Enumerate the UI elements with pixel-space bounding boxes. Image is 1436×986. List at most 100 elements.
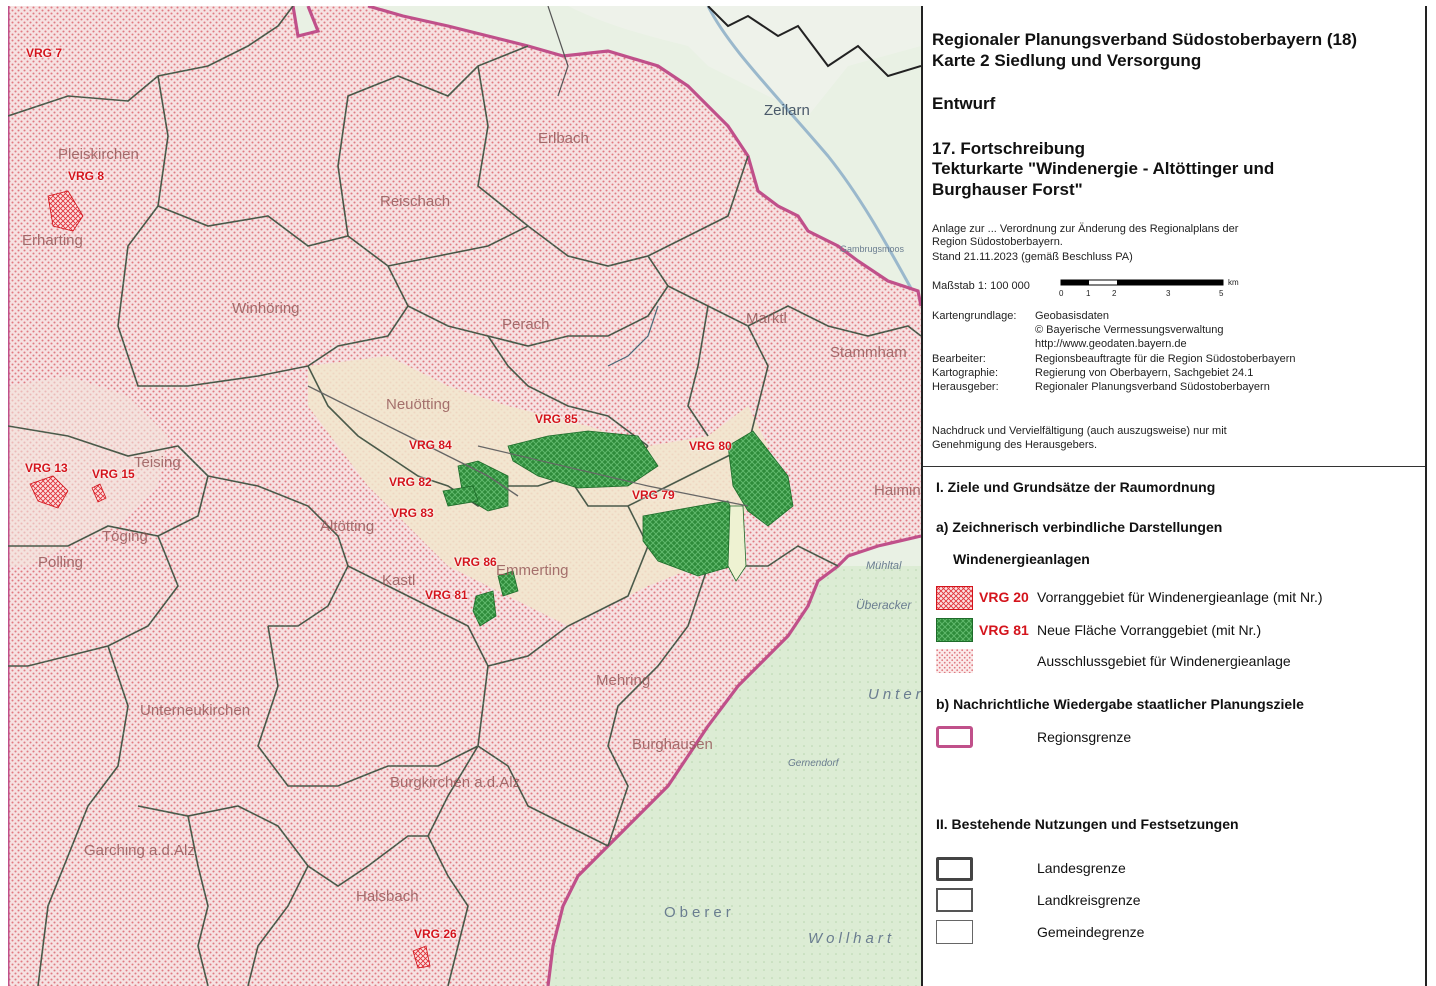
legend-subsection-b: b) Nachrichtliche Wiedergabe staatlicher… <box>936 696 1304 712</box>
place-label: Burghausen <box>632 736 713 753</box>
forest-core-area <box>308 356 768 626</box>
place-label: Töging <box>102 528 148 545</box>
scale-unit: km <box>1228 278 1239 287</box>
credit-key: Kartengrundlage: <box>932 310 1017 322</box>
credit-value: Regionsbeauftragte für die Region Südost… <box>1035 353 1296 365</box>
vrg-label: VRG 85 <box>535 412 578 426</box>
vrg-26-area[interactable] <box>412 945 431 969</box>
creek-line <box>607 305 659 367</box>
legend-vrg-swatch <box>936 586 973 610</box>
revision-subtitle-2: Burghauser Forst" <box>932 180 1083 199</box>
legend-vrg81-label: Neue Fläche Vorranggebiet (mit Nr.) <box>1037 622 1262 638</box>
vrg-label: VRG 15 <box>92 467 135 481</box>
place-label: Perach <box>502 316 550 333</box>
credit-value: http://www.geodaten.bayern.de <box>1035 338 1187 350</box>
legend-district-border-symbol <box>936 888 973 912</box>
vrg-80-area[interactable] <box>727 430 794 527</box>
copyright-note: Genehmigung des Herausgebers. <box>932 439 1098 451</box>
title-line-1: Regionaler Planungsverband Südostoberbay… <box>932 30 1358 49</box>
draft-label: Entwurf <box>932 94 996 113</box>
revision-subtitle-1: Tekturkarte "Windenergie - Altöttinger u… <box>932 159 1275 178</box>
place-label: Teising <box>134 454 181 471</box>
credit-value: Regierung von Oberbayern, Sachgebiet 24.… <box>1035 367 1254 379</box>
legend-divider <box>923 466 1425 467</box>
legend-district-border-label: Landkreisgrenze <box>1037 892 1141 908</box>
legend-section-1: I. Ziele und Grundsätze der Raumordnung <box>936 479 1216 495</box>
vrg-label: VRG 80 <box>689 439 732 453</box>
vrg-15-area[interactable] <box>91 483 107 503</box>
place-label: Garching a.d.Alz <box>84 842 195 859</box>
legend-exclusion-symbol <box>936 649 973 673</box>
legend-section-2: II. Bestehende Nutzungen und Festsetzung… <box>936 816 1239 832</box>
legend-region-border-symbol <box>936 726 973 748</box>
scale-tick: 2 <box>1112 289 1117 298</box>
vrg-81-area[interactable] <box>472 590 497 627</box>
map-canvas <box>8 6 921 986</box>
credit-key: Kartographie: <box>932 367 999 379</box>
legend-vrg20-code: VRG 20 <box>979 589 1029 605</box>
scale-tick: 3 <box>1166 289 1171 298</box>
river-inn <box>706 6 921 307</box>
vrg-82-area[interactable] <box>442 485 479 507</box>
scale-tick: 0 <box>1059 289 1064 298</box>
credit-key: Herausgeber: <box>932 381 999 393</box>
place-label: Haiming <box>874 482 921 499</box>
map-panel[interactable]: Pleiskirchen Erharting Reischach Winhöri… <box>8 6 921 986</box>
place-label: Stammham <box>830 344 907 361</box>
credit-value: Geobasisdaten <box>1035 310 1109 322</box>
region-border <box>291 6 921 986</box>
vrg-label: VRG 13 <box>25 461 68 475</box>
topo-label: Mühltal <box>866 560 902 572</box>
topo-label: Überacker <box>856 598 912 612</box>
vrg-86-area[interactable] <box>497 570 519 597</box>
vrg-label: VRG 26 <box>414 927 457 941</box>
vrg-label: VRG 8 <box>68 169 105 183</box>
place-label: Unterneukirchen <box>140 702 251 719</box>
place-label: Mehring <box>596 672 651 689</box>
legend-vrg81-code: VRG 81 <box>979 622 1029 638</box>
place-label: Pleiskirchen <box>58 146 139 163</box>
scale-bar <box>1060 279 1224 286</box>
legend-municipal-border-label: Gemeindegrenze <box>1037 924 1145 940</box>
legend-exclusion-label: Ausschlussgebiet für Windenergieanlage <box>1037 653 1291 669</box>
vrg-label: VRG 84 <box>409 438 452 452</box>
legend-subsection-a: a) Zeichnerisch verbindliche Darstellung… <box>936 519 1223 535</box>
place-label: Polling <box>38 554 84 571</box>
legend-group-wind: Windenergieanlagen <box>953 551 1090 567</box>
railway-line <box>307 385 519 497</box>
credit-key: Bearbeiter: <box>932 353 986 365</box>
vrg-label: VRG 81 <box>425 588 468 602</box>
scale-bar-graphic <box>1060 279 1224 286</box>
credit-value: Regionaler Planungsverband Südostoberbay… <box>1035 381 1270 393</box>
vrg-label: VRG 79 <box>632 488 675 502</box>
vrg-85-area[interactable] <box>507 430 659 489</box>
vrg-label: VRG 7 <box>26 46 63 60</box>
state-border-north <box>707 6 921 78</box>
legend-state-border-label: Landesgrenze <box>1037 860 1126 876</box>
legend-exclusion-swatch <box>936 649 973 673</box>
anlage-text: Stand 21.11.2023 (gemäß Beschluss PA) <box>932 251 1133 263</box>
legend-vrg-symbol <box>936 586 973 610</box>
place-label: Burgkirchen a.d.Alz <box>390 774 521 791</box>
anlage-text: Region Südostoberbayern. <box>932 236 1063 248</box>
topo-label: Oberer <box>664 904 735 921</box>
place-label: Emmerting <box>496 562 569 579</box>
vrg-label: VRG 83 <box>391 506 434 520</box>
place-label: Winhöring <box>232 300 300 317</box>
vrg-label: VRG 86 <box>454 555 497 569</box>
title-line-2: Karte 2 Siedlung und Versorgung <box>932 51 1202 70</box>
legend-municipal-border-symbol <box>936 920 973 944</box>
copyright-note: Nachdruck und Vervielfältigung (auch aus… <box>932 425 1227 437</box>
vrg-8-area[interactable] <box>47 190 84 232</box>
legend-new-vrg-symbol <box>936 618 973 642</box>
place-label: Altötting <box>320 518 375 535</box>
municipal-borders <box>8 6 921 986</box>
place-label: Zeilarn <box>764 102 810 119</box>
legend-new-vrg-swatch <box>936 618 973 642</box>
place-label: Kastl <box>382 572 416 589</box>
vrg-13-area[interactable] <box>29 475 69 509</box>
place-label: Erharting <box>22 232 83 249</box>
place-label: Reischach <box>380 193 451 210</box>
place-label: Halsbach <box>356 888 419 905</box>
